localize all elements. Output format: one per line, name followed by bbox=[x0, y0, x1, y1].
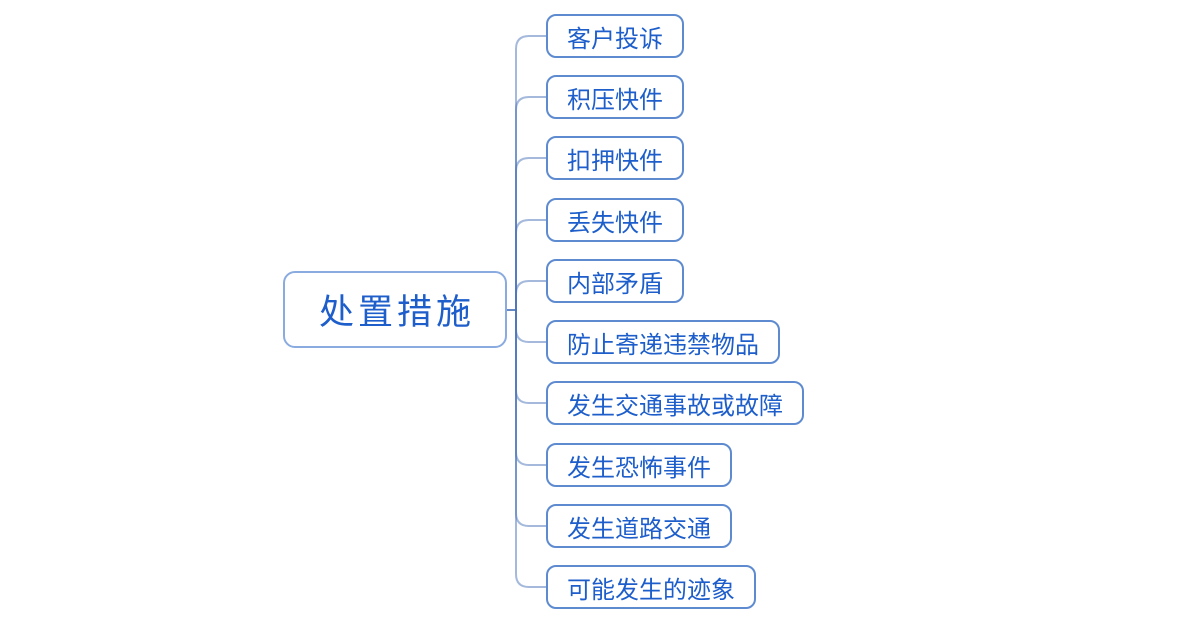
child-node-traffic-accident-breakdown[interactable]: 发生交通事故或故障 bbox=[546, 381, 804, 425]
root-node[interactable]: 处置措施 bbox=[283, 271, 507, 348]
child-node-prohibited-items[interactable]: 防止寄递违禁物品 bbox=[546, 320, 780, 364]
child-node-possible-signs[interactable]: 可能发生的迹象 bbox=[546, 565, 756, 609]
child-node-label: 防止寄递违禁物品 bbox=[567, 330, 759, 359]
child-node-label: 扣押快件 bbox=[567, 146, 663, 175]
root-node-label: 处置措施 bbox=[318, 293, 475, 333]
child-node-label: 发生恐怖事件 bbox=[567, 453, 711, 482]
child-node-detained-parcels[interactable]: 扣押快件 bbox=[546, 136, 684, 180]
child-node-label: 积压快件 bbox=[567, 85, 663, 114]
child-node-backlogged-parcels[interactable]: 积压快件 bbox=[546, 75, 684, 119]
child-node-label: 发生交通事故或故障 bbox=[567, 391, 783, 420]
child-node-internal-conflict[interactable]: 内部矛盾 bbox=[546, 259, 684, 303]
child-node-terrorist-incident[interactable]: 发生恐怖事件 bbox=[546, 443, 732, 487]
child-node-label: 内部矛盾 bbox=[567, 269, 663, 298]
child-node-customer-complaints[interactable]: 客户投诉 bbox=[546, 14, 684, 58]
child-node-label: 发生道路交通 bbox=[567, 514, 711, 543]
child-node-label: 丢失快件 bbox=[567, 208, 663, 237]
child-node-label: 客户投诉 bbox=[567, 24, 663, 53]
child-node-road-traffic[interactable]: 发生道路交通 bbox=[546, 504, 732, 548]
child-node-lost-parcels[interactable]: 丢失快件 bbox=[546, 198, 684, 242]
child-node-label: 可能发生的迹象 bbox=[567, 575, 735, 604]
